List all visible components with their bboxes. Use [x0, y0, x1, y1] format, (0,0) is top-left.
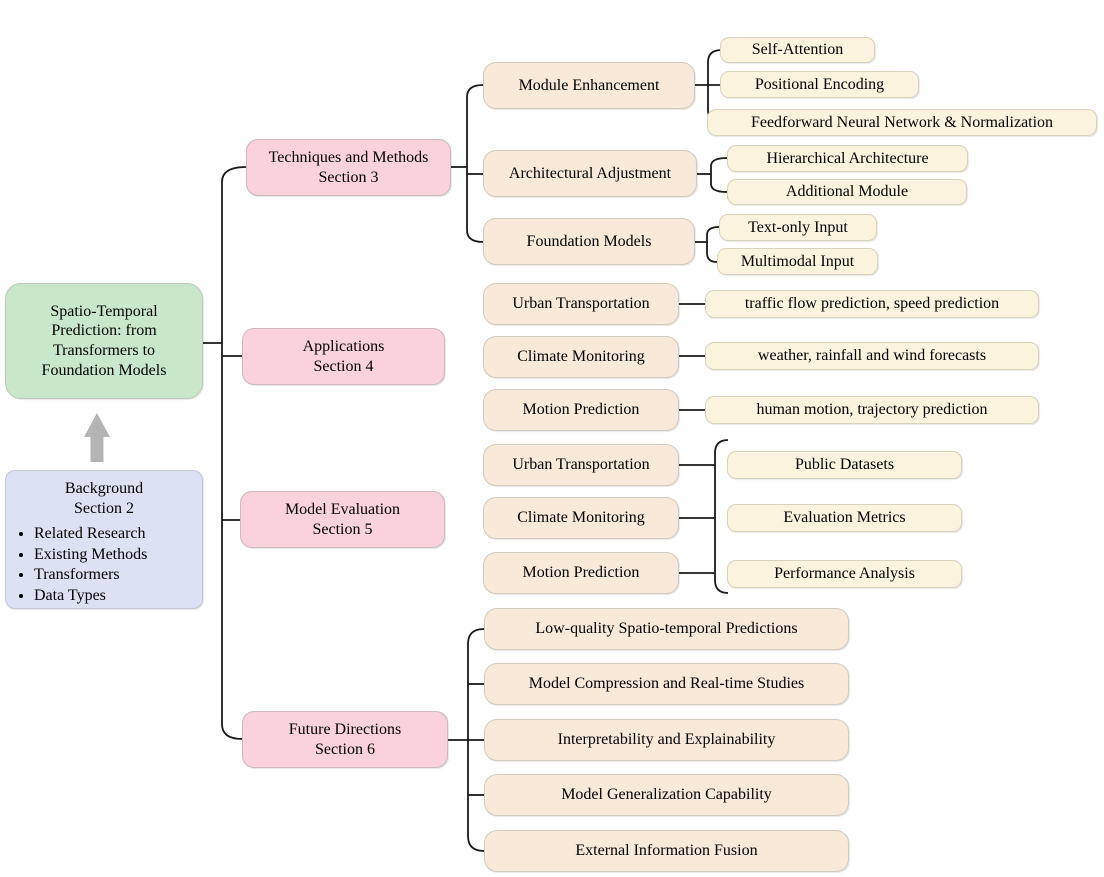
background-bullet: Related Research	[34, 524, 202, 544]
section5-label: Model Evaluation Section 5	[285, 500, 400, 539]
future-interpretability-node: Interpretability and Explainability	[484, 719, 849, 761]
background-bullet-list: Related Research Existing Methods Transf…	[16, 524, 202, 605]
leaf-traffic-flow: traffic flow prediction, speed predictio…	[705, 290, 1039, 318]
background-title-text: Background	[64, 480, 144, 497]
section5-node: Model Evaluation Section 5	[240, 491, 445, 548]
section3-subtitle: Section 3	[318, 168, 379, 186]
architectural-adjustment-node: Architectural Adjustment	[483, 150, 697, 197]
eval-urban-transportation-node: Urban Transportation	[483, 444, 679, 486]
background-title: Background Section 2	[6, 479, 202, 518]
module-enhancement-node: Module Enhancement	[483, 62, 695, 109]
section6-label: Future Directions Section 6	[289, 720, 401, 759]
leaf-weather-forecasts: weather, rainfall and wind forecasts	[705, 342, 1039, 370]
future-low-quality-node: Low-quality Spatio-temporal Predictions	[484, 608, 849, 650]
future-model-compression-node: Model Compression and Real-time Studies	[484, 663, 849, 705]
leaf-human-motion: human motion, trajectory prediction	[705, 396, 1039, 424]
eval-climate-monitoring-node: Climate Monitoring	[483, 497, 679, 539]
section3-label: Techniques and Methods Section 3	[269, 148, 429, 187]
leaf-multimodal-input: Multimodal Input	[717, 248, 878, 275]
leaf-text-only-input: Text-only Input	[719, 214, 877, 241]
leaf-additional-module: Additional Module	[727, 179, 967, 205]
future-generalization-node: Model Generalization Capability	[484, 774, 849, 816]
background-node: Background Section 2 Related Research Ex…	[5, 470, 203, 609]
leaf-performance-analysis: Performance Analysis	[727, 560, 962, 588]
leaf-hierarchical-architecture: Hierarchical Architecture	[727, 145, 968, 172]
root-node: Spatio-Temporal Prediction: from Transfo…	[5, 283, 203, 399]
section4-label: Applications Section 4	[303, 337, 385, 376]
section6-title: Future Directions	[288, 720, 402, 738]
background-section-text: Section 2	[74, 499, 134, 517]
background-bullet: Data Types	[34, 586, 202, 606]
section3-node: Techniques and Methods Section 3	[246, 139, 451, 196]
background-bullet: Existing Methods	[34, 545, 202, 565]
eval-motion-prediction-node: Motion Prediction	[483, 552, 679, 594]
section3-title: Techniques and Methods	[268, 148, 429, 166]
leaf-feedforward-normalization: Feedforward Neural Network & Normalizati…	[707, 109, 1097, 136]
section4-subtitle: Section 4	[313, 357, 374, 375]
app-urban-transportation-node: Urban Transportation	[483, 283, 679, 325]
leaf-public-datasets: Public Datasets	[727, 451, 962, 479]
leaf-positional-encoding: Positional Encoding	[720, 71, 919, 98]
section6-subtitle: Section 6	[314, 740, 375, 758]
future-external-fusion-node: External Information Fusion	[484, 830, 849, 872]
leaf-self-attention: Self-Attention	[720, 37, 875, 63]
app-climate-monitoring-node: Climate Monitoring	[483, 336, 679, 378]
foundation-models-node: Foundation Models	[483, 218, 695, 265]
up-arrow-icon	[84, 413, 110, 462]
background-bullet: Transformers	[34, 565, 202, 585]
root-label: Spatio-Temporal Prediction: from Transfo…	[41, 302, 167, 379]
section5-title: Model Evaluation	[284, 500, 401, 518]
section4-node: Applications Section 4	[242, 328, 445, 385]
section5-subtitle: Section 5	[312, 520, 373, 538]
section4-title: Applications	[302, 337, 385, 355]
app-motion-prediction-node: Motion Prediction	[483, 389, 679, 431]
leaf-evaluation-metrics: Evaluation Metrics	[727, 504, 962, 532]
section6-node: Future Directions Section 6	[242, 711, 448, 768]
